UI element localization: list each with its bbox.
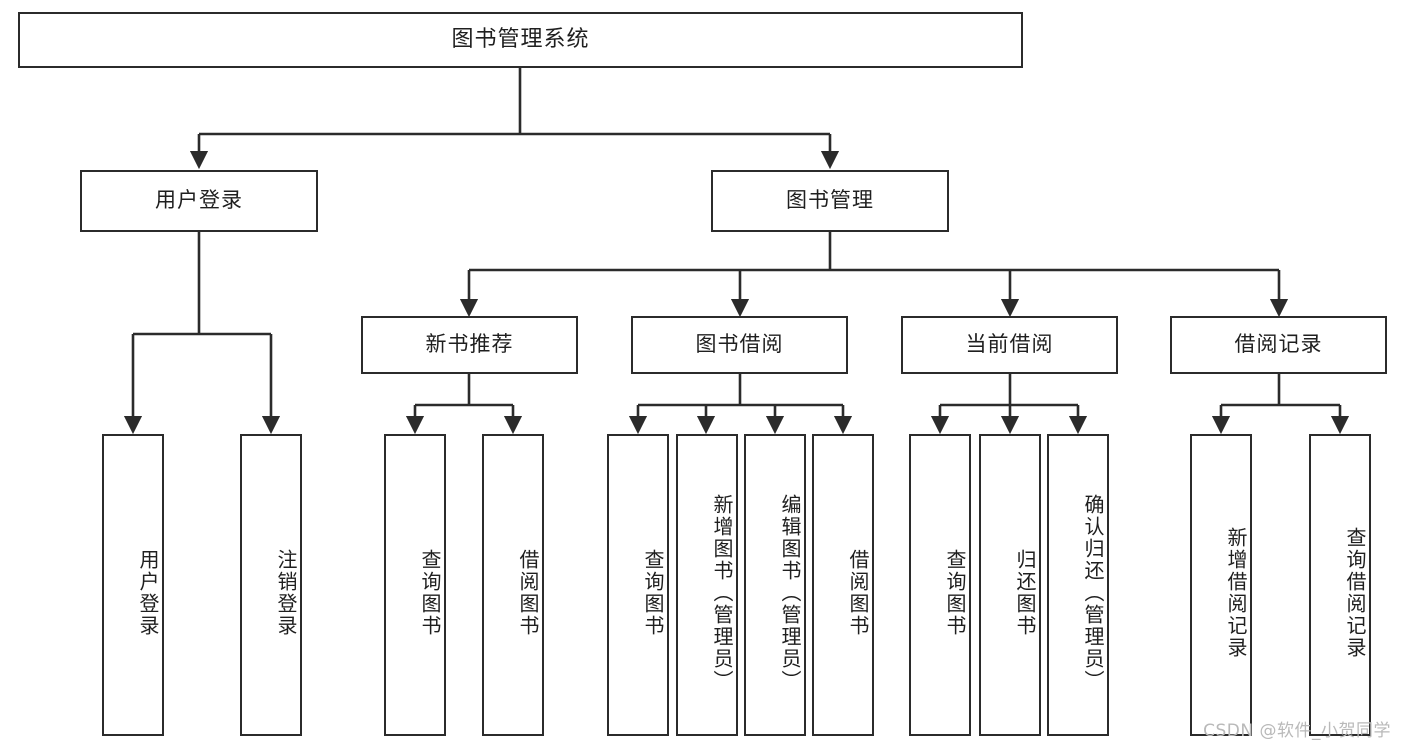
node-borrow-records[interactable]: 借阅记录 (1170, 316, 1387, 374)
leaf-label: 新增图书（管理员） (710, 494, 734, 692)
leaf-label: 归还图书 (1013, 549, 1037, 637)
node-new-book-recommend[interactable]: 新书推荐 (361, 316, 578, 374)
leaf-label: 查询图书 (418, 549, 442, 637)
node-book-management[interactable]: 图书管理 (711, 170, 949, 232)
leaf-label: 查询借阅记录 (1343, 527, 1367, 659)
leaf-query-book-current[interactable]: 查询图书 (909, 434, 971, 736)
leaf-label: 借阅图书 (516, 549, 540, 637)
leaf-add-book-admin[interactable]: 新增图书（管理员） (676, 434, 738, 736)
leaf-label: 用户登录 (136, 549, 160, 637)
leaf-borrow-book[interactable]: 借阅图书 (812, 434, 874, 736)
node-user-login[interactable]: 用户登录 (80, 170, 318, 232)
leaf-confirm-return-admin[interactable]: 确认归还（管理员） (1047, 434, 1109, 736)
leaf-query-book-newbook[interactable]: 查询图书 (384, 434, 446, 736)
leaf-logout[interactable]: 注销登录 (240, 434, 302, 736)
watermark-text: CSDN @软件_小贺同学 (1203, 721, 1391, 741)
leaf-query-book-borrow[interactable]: 查询图书 (607, 434, 669, 736)
leaf-label: 确认归还（管理员） (1081, 494, 1105, 692)
leaf-edit-book-admin[interactable]: 编辑图书（管理员） (744, 434, 806, 736)
leaf-user-login[interactable]: 用户登录 (102, 434, 164, 736)
leaf-query-borrow-record[interactable]: 查询借阅记录 (1309, 434, 1371, 736)
node-book-borrow[interactable]: 图书借阅 (631, 316, 848, 374)
leaf-label: 编辑图书（管理员） (778, 494, 802, 692)
leaf-label: 查询图书 (943, 549, 967, 637)
node-current-borrow[interactable]: 当前借阅 (901, 316, 1118, 374)
leaf-borrow-book-newbook[interactable]: 借阅图书 (482, 434, 544, 736)
leaf-add-borrow-record[interactable]: 新增借阅记录 (1190, 434, 1252, 736)
leaf-label: 借阅图书 (846, 549, 870, 637)
leaf-label: 查询图书 (641, 549, 665, 637)
node-root-system[interactable]: 图书管理系统 (18, 12, 1023, 68)
leaf-return-book[interactable]: 归还图书 (979, 434, 1041, 736)
leaf-label: 注销登录 (274, 549, 298, 637)
leaf-label: 新增借阅记录 (1224, 527, 1248, 659)
